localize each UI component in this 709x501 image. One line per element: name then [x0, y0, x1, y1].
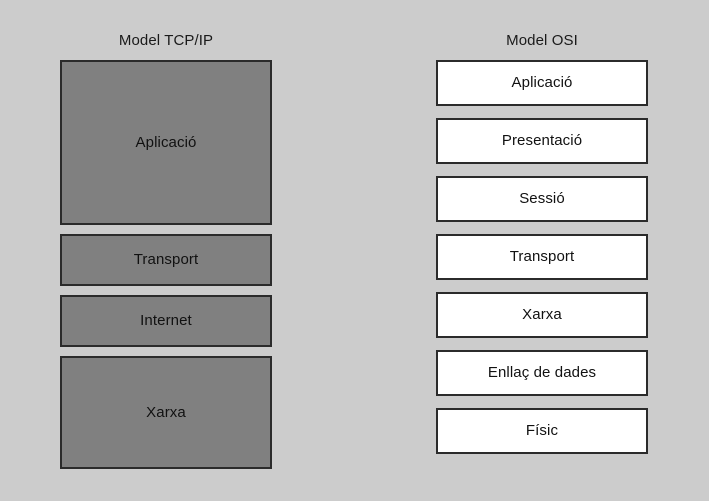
- layer-box[interactable]: Transport: [436, 234, 648, 280]
- layer-box[interactable]: Internet: [60, 295, 272, 347]
- layer-box[interactable]: Aplicació: [60, 60, 272, 225]
- layer-label: Internet: [140, 312, 192, 329]
- layer-label: Xarxa: [522, 306, 562, 323]
- layer-label: Enllaç de dades: [487, 364, 597, 381]
- layer-label: Xarxa: [146, 403, 186, 421]
- layer-box[interactable]: Presentació: [436, 118, 648, 164]
- layer-box[interactable]: Xarxa: [60, 356, 272, 469]
- tcpip-column-title: Model TCP/IP: [118, 32, 214, 49]
- layer-box[interactable]: Transport: [60, 234, 272, 286]
- layer-box[interactable]: Sessió: [436, 176, 648, 222]
- osi-column-title: Model OSI: [506, 32, 578, 49]
- layer-label: Transport: [133, 251, 199, 268]
- layer-label: Físic: [525, 422, 559, 439]
- layer-box[interactable]: Físic: [436, 408, 648, 454]
- layer-label: Aplicació: [511, 74, 573, 91]
- layer-box[interactable]: Enllaç de dades: [436, 350, 648, 396]
- layer-label: Presentació: [501, 132, 583, 149]
- layer-label: Aplicació: [135, 133, 197, 151]
- layer-box[interactable]: Xarxa: [436, 292, 648, 338]
- layer-label: Sessió: [519, 190, 565, 207]
- layer-box[interactable]: Aplicació: [436, 60, 648, 106]
- layer-label: Transport: [509, 248, 575, 265]
